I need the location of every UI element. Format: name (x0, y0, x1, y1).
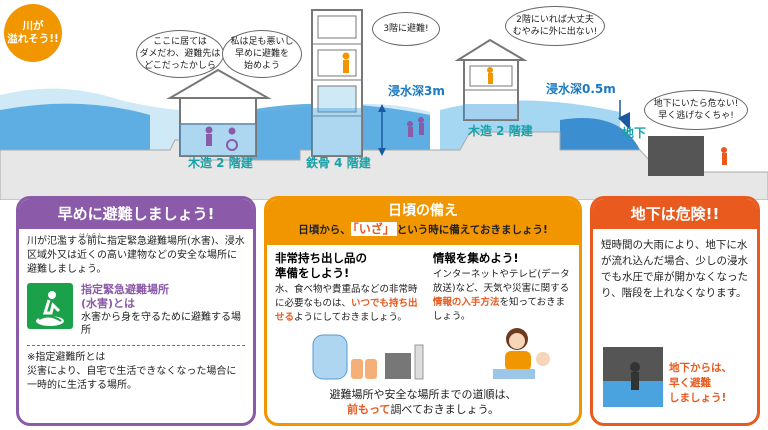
subtitle-key: 「いざ」 (350, 222, 397, 236)
label-depth-3m: 浸水深3m (388, 84, 445, 98)
panel-middle-bottom: 避難場所や安全な場所までの道順は、 前もって調べておきましょう。 (267, 387, 579, 417)
panel-right-body: 短時間の大雨により、地下に水が流れ込んだ場合、少しの浸水でも水圧で扉が開かなくな… (601, 239, 748, 299)
panel-underground-danger: 地下は危険!! 短時間の大雨により、地下に水が流れ込んだ場合、少しの浸水でも水圧… (590, 196, 760, 426)
speech-bubble-5: 地下にいたら危ない! 早く逃げなくちゃ! (644, 90, 748, 130)
note-body: 災害により、自宅で生活できなくなった場合に一時的に生活する場所。 (27, 366, 237, 391)
warning-badge-text: 川が 溢れそう!! (7, 20, 59, 45)
note-divider (27, 345, 245, 346)
col2-body: インターネットやテレビ(データ放送)など、天気や災害に関する情報の入手方法を知っ… (433, 268, 571, 324)
label-wood2-right: 木造 2 階建 (468, 124, 533, 138)
col1-body-em: いつでも持ち出せる (275, 298, 418, 323)
warning-badge: 川が 溢れそう!! (4, 4, 62, 62)
bottom-pre: 避難場所や安全な場所までの道順は、 (329, 388, 517, 401)
panel-left-ruby: はんらん (79, 233, 104, 240)
col1-body-post: ようにしておきましょう。 (294, 312, 407, 323)
flood-scene (0, 9, 768, 200)
panel-daily-preparation: 日頃の備え 日頃から、「いざ」という時に備えておきましょう! 非常持ち出し品の … (264, 196, 582, 426)
panel-right-callout: 地下からは、 早く避難 しましょう! (669, 362, 732, 404)
panel-right-title: 地下は危険!! (593, 199, 757, 229)
underground-building (618, 100, 727, 176)
panel-middle-subtitle: 日頃から、「いざ」という時に備えておきましょう! (267, 220, 579, 239)
panel-middle-title: 日頃の備え (388, 203, 458, 219)
col1-body: 水、食べ物や貴重品などの非常時に必要なものは、いつでも持ち出せるようにしておきま… (275, 283, 425, 325)
panel-middle-header: 日頃の備え 日頃から、「いざ」という時に備えておきましょう! (267, 199, 579, 245)
panel-left-body: 川が氾濫する前に指定緊急避難場所(水害)、浸水区域外又は近くの高い建物などの安全… (27, 236, 245, 275)
panel-left-title: 早めに避難しましょう! (19, 199, 253, 229)
underground-stairs-illustration (603, 347, 663, 407)
evacuation-sign-icon (27, 283, 73, 329)
subtitle-pre: 日頃から、 (298, 224, 351, 236)
label-depth-05m: 浸水深0.5m (546, 82, 616, 96)
emergency-kit-illustration (312, 334, 424, 380)
family-illustration (493, 328, 550, 379)
col2-body-pre: インターネットやテレビ(データ放送)など、天気や災害に関する (432, 269, 570, 294)
label-steel4: 鉄骨 4 階建 (306, 156, 371, 170)
speech-bubble-2: 私は足も悪いし 早めに避難を 始めよう (222, 30, 302, 78)
sign-desc: 水害から身を守るために避難する場所 (81, 312, 241, 336)
bottom-em: 前もって (346, 403, 391, 416)
speech-bubble-1: ここに居ては ダメだわ、避難先は どこだったかしら (136, 30, 224, 78)
wooden-house-right (454, 38, 528, 121)
col2-body-em: 情報の入手方法 (432, 297, 500, 308)
steel-building (311, 9, 424, 157)
note-title: ※指定避難所とは (27, 352, 106, 363)
col1-body-pre: 水、食べ物や貴重品などの非常時に必要なものは、 (275, 284, 418, 309)
sign-title: 指定緊急避難場所 (水害)とは (81, 283, 169, 310)
label-underground: 地下 (622, 126, 647, 140)
evacuation-sign: 指定緊急避難場所 (水害)とは 水害から身を守るために避難する場所 (19, 279, 253, 341)
col2-title: 情報を集めよう! (432, 251, 519, 265)
col1-title: 非常持ち出し品の 準備をしよう! (275, 251, 367, 280)
subtitle-post: という時に備えておきましょう! (396, 224, 548, 236)
speech-bubble-4: 2階にいれば大丈夫 むやみに外に出ない! (505, 6, 605, 46)
wooden-house-left (166, 68, 272, 157)
label-wood2-left: 木造 2 階建 (188, 156, 253, 170)
bottom-post: 調べておきましょう。 (390, 403, 500, 416)
col2-body-post: を知っておきましょう。 (432, 297, 566, 322)
panel-evacuate-early: 早めに避難しましょう! はんらん 川が氾濫する前に指定緊急避難場所(水害)、浸水… (16, 196, 256, 426)
speech-bubble-3: 3階に避難! (372, 12, 440, 46)
prep-columns: 非常持ち出し品の 準備をしよう! 水、食べ物や貴重品などの非常時に必要なものは、… (267, 245, 579, 325)
prep-col-info: 情報を集めよう! インターネットやテレビ(データ放送)など、天気や災害に関する情… (433, 251, 571, 325)
prep-col-supplies: 非常持ち出し品の 準備をしよう! 水、食べ物や貴重品などの非常時に必要なものは、… (275, 251, 425, 325)
